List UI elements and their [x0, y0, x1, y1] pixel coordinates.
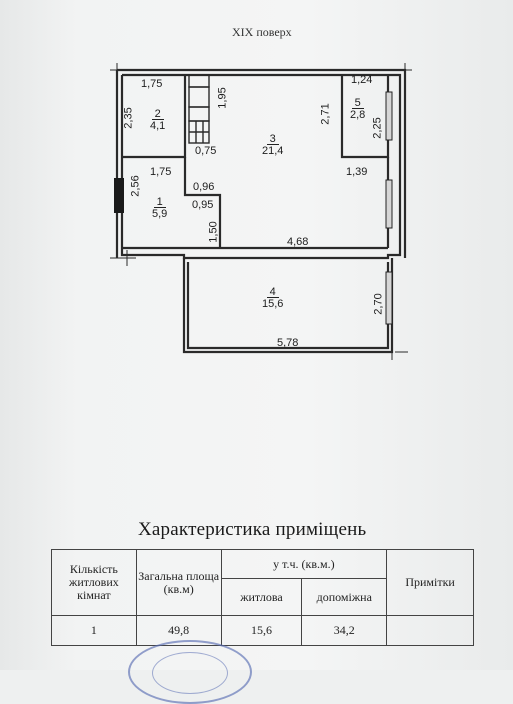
- column-block: [114, 178, 124, 213]
- col-notes-header: Примітки: [386, 549, 474, 616]
- dim-4-68: 4,68: [287, 236, 309, 248]
- cell-rooms: 1: [51, 615, 137, 646]
- dim-0-96: 0,96: [193, 181, 215, 193]
- table-row: 1 49,8 15,6 34,2: [51, 615, 474, 646]
- dim-2-35: 2,35: [122, 107, 135, 129]
- col-total-header: Загальна площа (кв.м): [135, 549, 222, 616]
- window-room5: [385, 91, 393, 141]
- dim-1-75-top: 1,75: [141, 78, 163, 90]
- floor-title: XIX поверх: [232, 25, 292, 39]
- dim-5-78: 5,78: [277, 337, 299, 349]
- col-aux-header: допоміжна: [301, 578, 388, 616]
- dim-2-71: 2,71: [319, 103, 332, 125]
- room1-wall: [183, 157, 222, 248]
- dim-0-95: 0,95: [192, 199, 214, 211]
- cabinet-2: [188, 86, 210, 108]
- dim-1-24: 1,24: [351, 74, 373, 86]
- dim-2-70: 2,70: [372, 293, 385, 315]
- col-living-header: житлова: [220, 578, 303, 616]
- col-incl-header: у т.ч. (кв.м.): [220, 549, 388, 579]
- cabinet-top: [188, 74, 210, 88]
- cell-notes: [386, 615, 474, 646]
- cell-aux: 34,2: [301, 615, 388, 646]
- window-room3: [385, 179, 393, 229]
- dim-1-50: 1,50: [207, 221, 220, 243]
- cabinet-3: [188, 106, 210, 122]
- dim-1-75-mid: 1,75: [150, 166, 172, 178]
- lower-room-outer: [186, 262, 390, 350]
- cell-living: 15,6: [220, 615, 303, 646]
- dim-2-25: 2,25: [371, 117, 384, 139]
- outer-wall-upper: [120, 73, 402, 260]
- col-rooms-header: Кількість житлових кімнат: [51, 549, 137, 616]
- table-heading: Характеристика приміщень: [138, 519, 367, 540]
- dim-2-56: 2,56: [129, 175, 142, 197]
- dim-1-95: 1,95: [216, 87, 229, 109]
- floor-plan: [110, 63, 412, 360]
- seal-stamp-inner: [152, 652, 228, 694]
- dim-1-39: 1,39: [346, 166, 368, 178]
- window-room4: [385, 271, 393, 325]
- dim-0-75: 0,75: [195, 145, 217, 157]
- characteristics-table: Кількість житлових кімнат Загальна площа…: [51, 549, 474, 646]
